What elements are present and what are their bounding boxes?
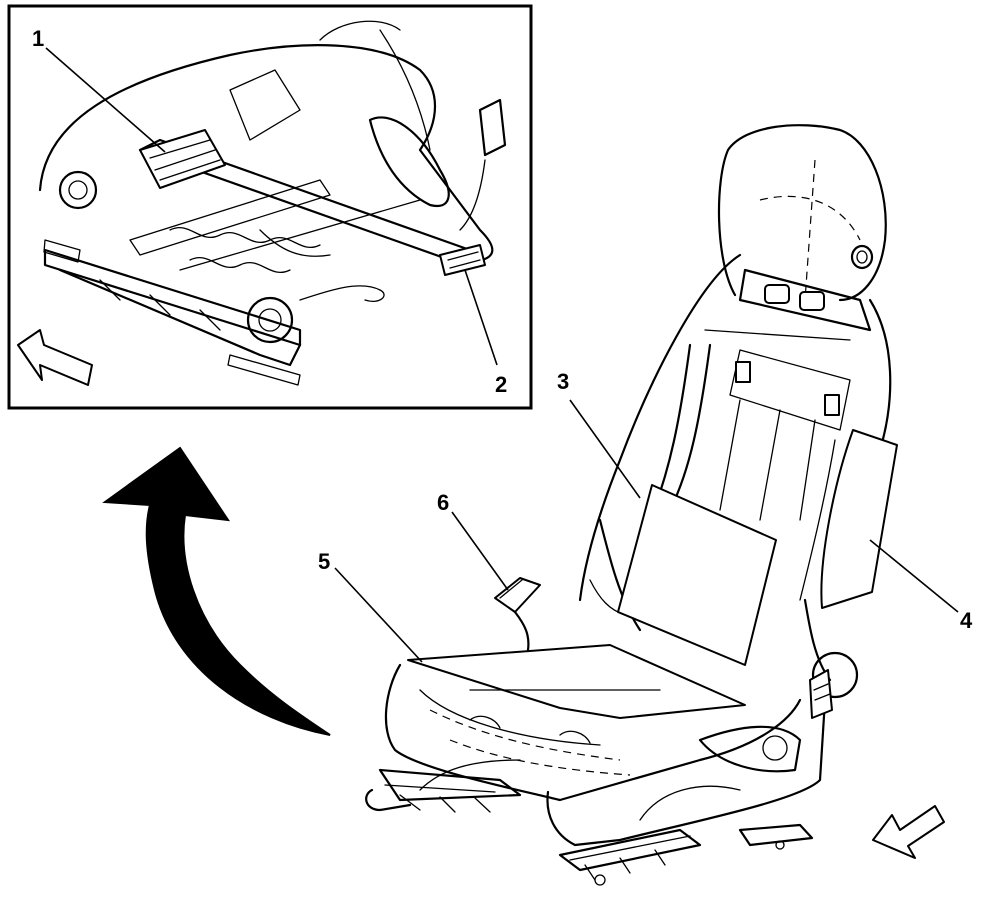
- callout-5: 5: [318, 549, 330, 574]
- forward-arrow-icon: [17, 329, 93, 386]
- curved-arrow-icon: [102, 446, 331, 736]
- seat-assembly: [365, 124, 898, 886]
- callout-4: 4: [960, 608, 973, 633]
- callout-3: 3: [557, 369, 569, 394]
- callout-2: 2: [495, 372, 507, 397]
- callout-1: 1: [32, 26, 44, 51]
- forward-arrow-icon: [872, 805, 945, 859]
- callout-6: 6: [437, 490, 449, 515]
- inset-panel: 1 2: [7, 4, 533, 410]
